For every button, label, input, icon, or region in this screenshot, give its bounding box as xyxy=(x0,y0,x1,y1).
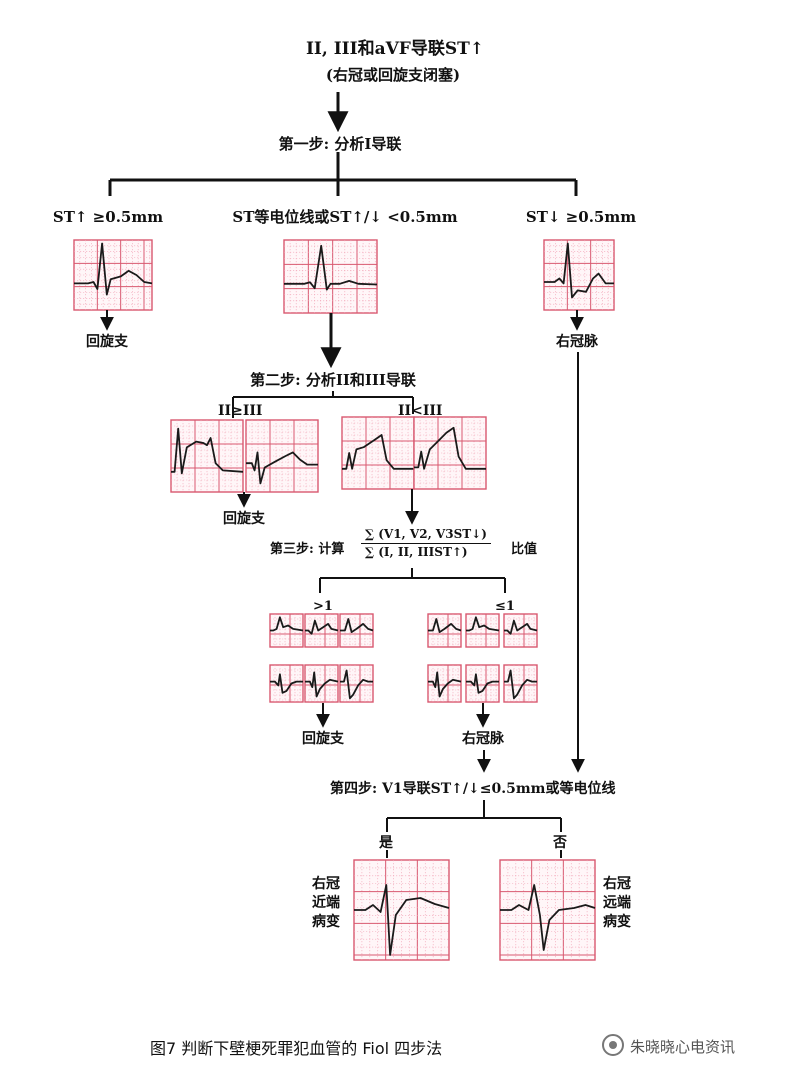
ecg-panel-step3-le-5 xyxy=(465,664,500,703)
result-circumflex-3: 回旋支 xyxy=(302,731,344,747)
ecg-panel-step1-left xyxy=(73,239,153,311)
step1-label: 第一步: 分析I导联 xyxy=(278,135,402,153)
ecg-panel-step3-le-4-trace xyxy=(428,671,462,698)
ecg-panel-step3-gt-5 xyxy=(304,664,339,703)
connector-step3-bracket xyxy=(319,568,506,593)
connector-step4-bracket xyxy=(386,800,562,832)
ecg-panel-step3-le-1 xyxy=(427,613,462,648)
condition-ii-lt-iii: II<III xyxy=(398,403,443,419)
ecg-panel-step2-4-trace xyxy=(414,426,486,470)
answer-yes: 是 xyxy=(379,835,393,851)
ecg-panel-step2-3 xyxy=(341,416,415,490)
step3-label: 第三步: 计算 xyxy=(270,542,345,557)
ecg-panel-step3-gt-6-trace xyxy=(340,669,373,700)
label-distal-lesion: 右冠远端病变 xyxy=(603,876,631,930)
ecg-panel-step3-gt-5-trace xyxy=(305,671,339,698)
result-circumflex-1: 回旋支 xyxy=(86,334,128,350)
ecg-panel-step4-yes xyxy=(353,859,450,961)
ecg-panel-step3-le-2-trace xyxy=(466,616,500,632)
ecg-panel-step3-le-4 xyxy=(427,664,462,703)
connector-step1-bracket-thick xyxy=(108,152,578,196)
ecg-panel-step4-no-trace xyxy=(500,884,596,951)
watermark-text: 朱晓晓心电资讯 xyxy=(630,1038,736,1056)
result-rca-3: 右冠脉 xyxy=(462,731,504,747)
title-line1: II, III和aVF导联ST↑ xyxy=(305,39,485,59)
branch-left-condition: ST↑ ≥0.5mm xyxy=(52,208,164,226)
connector-step2-bracket xyxy=(232,391,414,418)
ecg-panel-step1-mid-trace xyxy=(284,244,378,291)
condition-ii-ge-iii: II≥III xyxy=(218,403,263,419)
ecg-panel-step1-left-trace xyxy=(74,242,153,296)
step3-numerator: ∑ (V1, V2, V3ST↓) xyxy=(361,527,491,544)
ecg-panel-step3-gt-2-trace xyxy=(305,619,339,635)
ecg-panel-step3-le-6-trace xyxy=(504,669,537,700)
ecg-panel-step3-gt-4-trace xyxy=(270,673,303,694)
ecg-panel-step3-le-3 xyxy=(503,613,538,648)
step3-denominator: ∑ (I, II, IIIST↑) xyxy=(365,545,468,559)
ecg-panel-step3-le-5-trace xyxy=(466,673,499,694)
ecg-panel-step3-le-3-trace xyxy=(504,619,538,635)
ecg-panel-step2-2 xyxy=(245,419,319,493)
figure-caption: 图7 判断下壁梗死罪犯血管的 Fiol 四步法 xyxy=(150,1039,443,1058)
result-circumflex-2: 回旋支 xyxy=(223,511,265,527)
ecg-panel-step3-gt-6 xyxy=(339,664,374,703)
ecg-panel-step3-le-2 xyxy=(465,613,500,648)
ecg-panel-step3-gt-3-trace xyxy=(340,618,374,633)
branch-mid-condition: ST等电位线或ST↑/↓ <0.5mm xyxy=(232,208,458,226)
step3-suffix: 比值 xyxy=(511,542,538,557)
ecg-panel-step3-gt-4 xyxy=(269,664,304,703)
label-proximal-lesion: 右冠近端病变 xyxy=(312,876,340,930)
branch-right-condition: ST↓ ≥0.5mm xyxy=(525,208,637,226)
step2-label: 第二步: 分析II和III导联 xyxy=(250,371,416,389)
ecg-panel-step3-le-1-trace xyxy=(428,618,462,633)
ratio-greater-than-one: >1 xyxy=(313,599,333,614)
ecg-panel-step2-1-trace xyxy=(171,427,244,475)
answer-no: 否 xyxy=(553,835,567,851)
ratio-less-equal-one: ≤1 xyxy=(495,599,515,614)
title-line2: (右冠或回旋支闭塞) xyxy=(325,66,461,84)
ecg-panel-step2-4 xyxy=(413,416,487,490)
ecg-panel-step1-mid xyxy=(283,239,378,314)
ecg-panel-step2-2-trace xyxy=(246,451,318,485)
ecg-panel-step3-le-6 xyxy=(503,664,538,703)
ecg-panel-step1-right xyxy=(543,239,615,311)
ecg-panel-step3-gt-1 xyxy=(269,613,304,648)
ecg-panel-step3-gt-2 xyxy=(304,613,339,648)
ecg-panel-step3-gt-3 xyxy=(339,613,374,648)
step3-ratio-fraction: ∑ (V1, V2, V3ST↓) ∑ (I, II, IIIST↑) xyxy=(361,527,491,560)
ecg-panel-step4-no xyxy=(499,859,596,961)
ecg-panel-step2-1 xyxy=(170,419,244,493)
ecg-panel-step1-right-trace xyxy=(544,242,614,299)
step4-label: 第四步: V1导联ST↑/↓≤0.5mm或等电位线 xyxy=(330,781,616,797)
wechat-icon xyxy=(602,1034,624,1056)
ecg-panel-step2-3-trace xyxy=(342,434,414,470)
result-rca-1: 右冠脉 xyxy=(556,334,598,350)
watermark: 朱晓晓心电资讯 xyxy=(602,1034,735,1057)
ecg-panel-step3-gt-1-trace xyxy=(270,616,304,632)
ecg-panel-step4-yes-trace xyxy=(354,884,450,956)
